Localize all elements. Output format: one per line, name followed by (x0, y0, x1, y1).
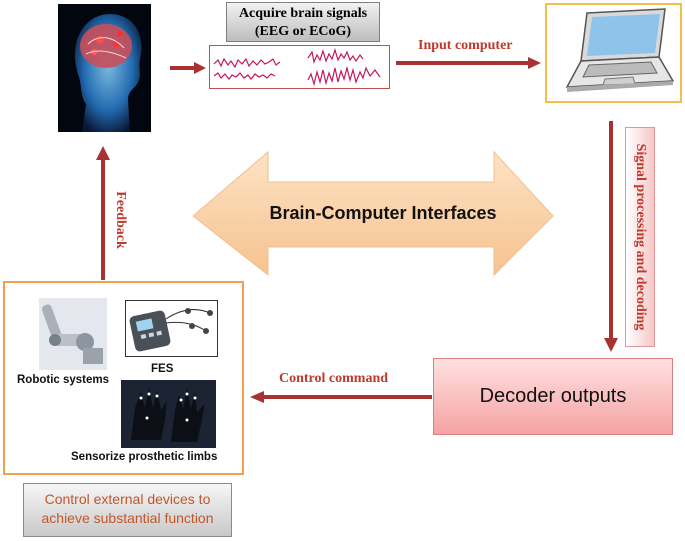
control-external-line1: Control external devices to (44, 491, 211, 507)
external-devices-box: Robotic systems FES (3, 281, 244, 475)
fes-device-image (125, 300, 218, 357)
acquire-label-line1: Acquire brain signals (238, 6, 368, 21)
arrow-brain-to-signals (170, 62, 206, 74)
robotic-systems-label: Robotic systems (17, 374, 110, 386)
sensor-glove-image (121, 380, 216, 448)
robotic-arm-image (39, 298, 107, 370)
bci-title: Brain-Computer Interfaces (269, 203, 497, 223)
decoder-outputs-text: Decoder outputs (479, 385, 627, 407)
arrow-signals-to-computer (396, 57, 541, 69)
brain-head-image (58, 4, 151, 132)
arrow-decoder-to-devices (250, 391, 432, 403)
decoder-outputs-box: Decoder outputs (433, 358, 673, 435)
feedback-label: Feedback (109, 180, 131, 260)
arrow-feedback (96, 146, 110, 280)
arrow-computer-to-decoder (604, 121, 618, 352)
fes-label: FES (151, 363, 174, 375)
control-external-devices-box: Control external devices to achieve subs… (23, 483, 232, 537)
acquire-signals-label: Acquire brain signals (EEG or ECoG) (226, 2, 380, 42)
signal-processing-text: Signal processing and decoding (633, 143, 648, 331)
acquire-label-line2: (EEG or ECoG) (254, 24, 352, 39)
input-computer-label: Input computer (418, 38, 513, 53)
control-command-label: Control command (279, 371, 389, 386)
bci-double-arrow (192, 150, 554, 277)
feedback-text: Feedback (113, 191, 128, 249)
laptop-computer-image (545, 3, 682, 103)
prosthetic-limbs-label: Sensorize prosthetic limbs (71, 451, 218, 463)
signal-processing-label: Signal processing and decoding (625, 127, 655, 347)
control-external-line2: achieve substantial function (41, 510, 214, 526)
eeg-signal-traces (209, 45, 390, 89)
